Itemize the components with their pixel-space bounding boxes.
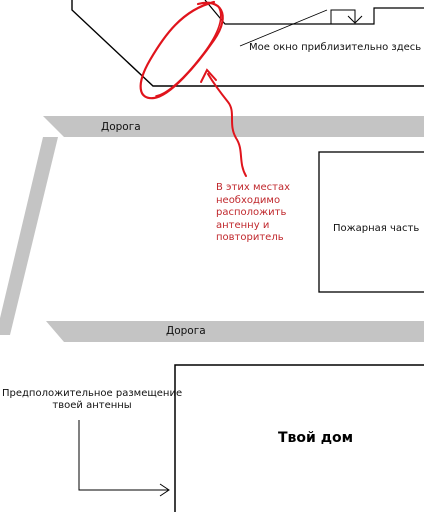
antenna-note: В этих местах необходимо расположить ант… (216, 182, 290, 245)
red-pointer-line (207, 73, 247, 177)
red-ellipse-mark (139, 0, 224, 100)
note-line: повторитель (216, 232, 284, 243)
road-bottom (46, 321, 424, 342)
road-bottom-label: Дорога (166, 325, 206, 337)
road-top-label: Дорога (101, 121, 141, 133)
fire-station-label: Пожарная часть (333, 223, 420, 234)
window-leader-line (239, 9, 328, 47)
house-box (174, 364, 424, 512)
antenna-pointer-line (78, 420, 168, 491)
fire-station-box (318, 151, 424, 293)
note-line: необходимо (216, 194, 281, 206)
building-outline-inner (204, 0, 424, 25)
note-line: В этих местах (216, 182, 291, 193)
antenna-label-line: твоей антенны (52, 400, 132, 411)
red-ellipse-mark-2 (155, 5, 222, 97)
window-pointer-arrow (347, 15, 363, 24)
window-pointer-line (330, 9, 356, 24)
note-line: расположить (216, 207, 287, 218)
antenna-placement-label: Предположительное размещение твоей антен… (2, 388, 182, 412)
building-outline (71, 0, 424, 87)
your-house-label: Твой дом (278, 430, 354, 446)
antenna-label-line: Предположительное размещение (2, 388, 183, 399)
antenna-pointer-arrow (159, 483, 170, 497)
note-line: антенну и (216, 219, 270, 231)
red-pointer-arrow (200, 68, 217, 83)
road-top (43, 116, 424, 137)
road-left (0, 137, 58, 335)
my-window-label: Мое окно приблизительно здесь (249, 42, 422, 53)
